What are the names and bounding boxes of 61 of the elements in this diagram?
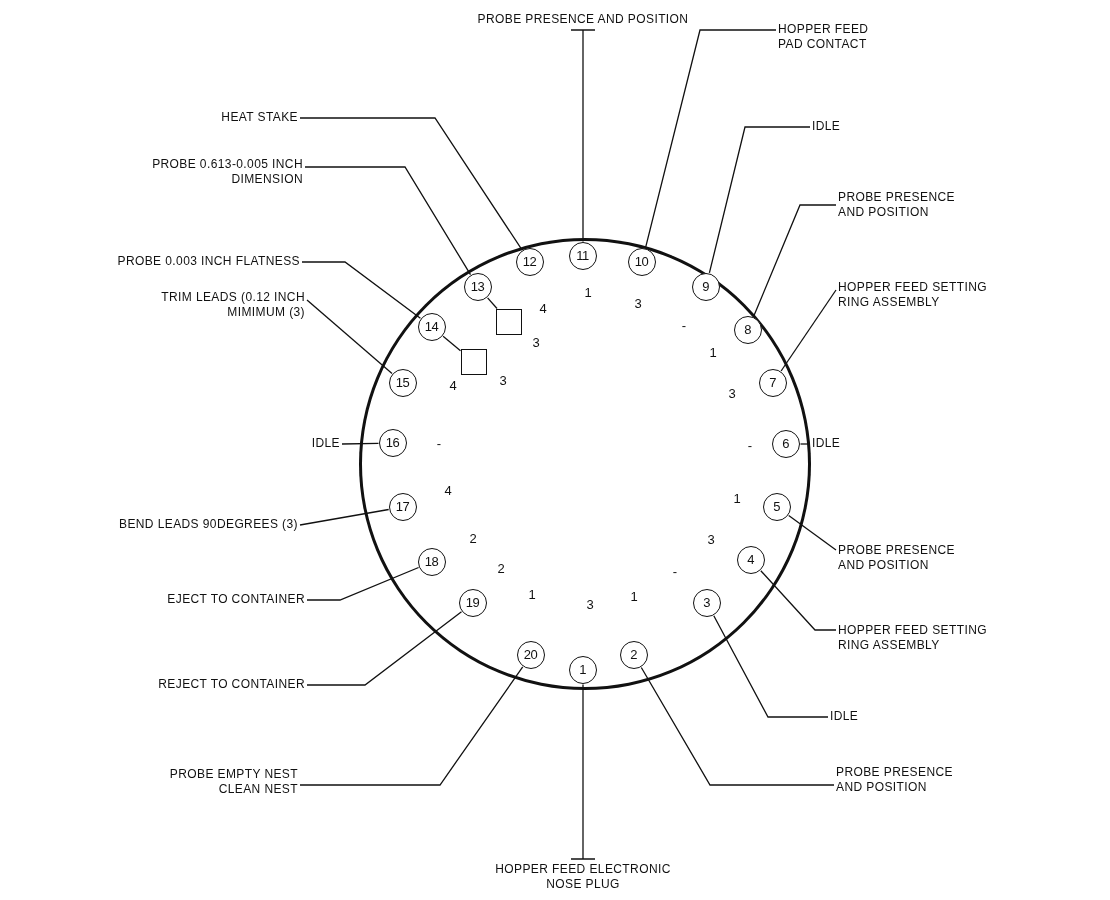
station-circle: 15: [388, 368, 417, 397]
station-circle: 3: [692, 588, 721, 617]
leader-line: [486, 297, 498, 310]
leader-line: [304, 166, 472, 276]
leader-line: [306, 566, 420, 601]
leader-line: [301, 261, 422, 319]
station-circle: 18: [417, 547, 446, 576]
station-circle: 16: [378, 428, 407, 457]
leader-line: [644, 29, 777, 249]
leader-line: [708, 126, 811, 274]
position-number: 4: [539, 300, 547, 316]
position-number: 4: [449, 377, 457, 393]
station-circle: 6: [771, 429, 800, 458]
leader-line: [788, 514, 837, 551]
station-circle: 8: [733, 315, 762, 344]
station-circle: 20: [516, 640, 545, 669]
leader-line: [299, 666, 524, 786]
station-circle: 12: [515, 247, 544, 276]
position-number: 3: [728, 385, 736, 401]
position-number: 1: [584, 284, 592, 300]
square-marker: [495, 308, 522, 335]
leader-line: [760, 570, 837, 631]
leader-line: [570, 683, 596, 860]
position-number: 1: [528, 586, 536, 602]
leader-line: [442, 335, 462, 352]
station-circle: 7: [758, 368, 787, 397]
position-number: -: [672, 563, 678, 579]
station-circle: 19: [458, 588, 487, 617]
position-number: 4: [444, 482, 452, 498]
station-circle: 2: [619, 640, 648, 669]
station-circle: 11: [568, 241, 597, 270]
position-number: 2: [497, 560, 505, 576]
station-circle: 13: [463, 272, 492, 301]
leader-line: [713, 615, 829, 718]
position-number: 3: [586, 596, 594, 612]
station-circle: 5: [762, 492, 791, 521]
leader-line: [640, 666, 835, 786]
station-label: BEND LEADS 90DEGREES (3): [119, 517, 298, 532]
station-circle: 1: [568, 655, 597, 684]
station-circle: 17: [388, 492, 417, 521]
leader-line: [299, 508, 390, 526]
position-number: -: [436, 435, 442, 451]
position-number: -: [747, 437, 753, 453]
leader-line: [306, 299, 393, 375]
position-number: 1: [709, 344, 717, 360]
leader-line: [780, 289, 837, 372]
position-number: 1: [630, 588, 638, 604]
station-circle: 10: [627, 247, 656, 276]
position-number: -: [681, 317, 687, 333]
station-circle: 14: [417, 312, 446, 341]
position-number: 3: [634, 295, 642, 311]
square-marker: [460, 348, 487, 375]
position-number: 3: [707, 531, 715, 547]
station-circle: 9: [691, 272, 720, 301]
position-number: 2: [469, 530, 477, 546]
station-circle: 4: [736, 545, 765, 574]
leader-line: [341, 442, 380, 445]
position-number: 3: [532, 334, 540, 350]
position-number: 1: [733, 490, 741, 506]
leader-line: [306, 611, 463, 686]
position-number: 3: [499, 372, 507, 388]
